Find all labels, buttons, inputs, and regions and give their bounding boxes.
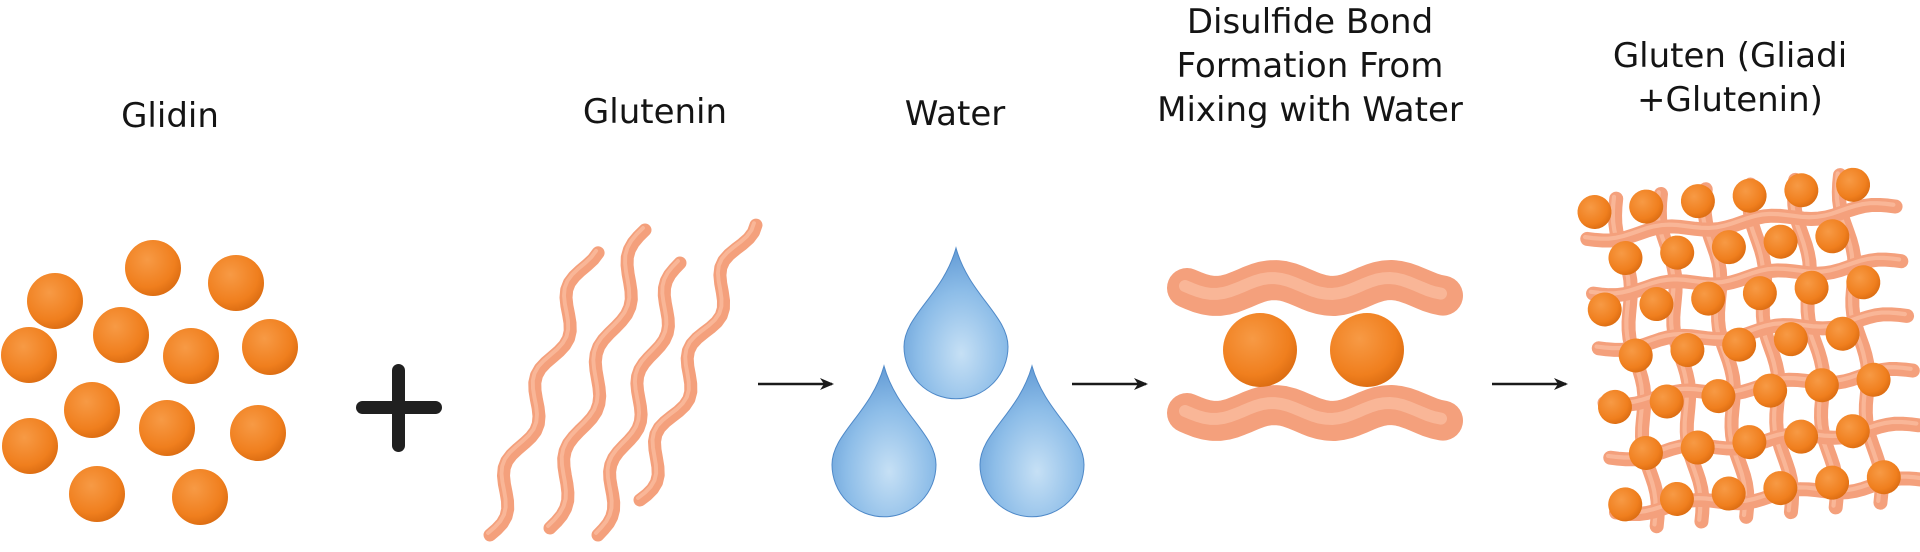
water-drop: [831, 364, 937, 518]
gliadin-sphere: [1639, 287, 1674, 322]
gliadin-sphere: [1680, 184, 1715, 219]
gliadin-sphere: [1763, 471, 1798, 506]
gluten-horizontal-strand-highlight: [1588, 255, 1902, 296]
gliadin-sphere: [1753, 373, 1788, 408]
gliadin-sphere: [1608, 487, 1643, 522]
gliadin-sphere: [93, 307, 149, 363]
gliadin-sphere: [1804, 368, 1839, 403]
label-disulfide-bond: Disulfide Bond Formation From Mixing wit…: [1157, 2, 1463, 130]
gliadin-sphere: [1825, 316, 1860, 351]
gliadin-sphere: [1815, 219, 1850, 254]
gluten-horizontal-strand-highlight: [1594, 310, 1907, 351]
gluten-horizontal-strand: [1586, 252, 1909, 303]
gliadin-sphere: [1794, 270, 1829, 305]
gliadin-sphere: [1836, 167, 1871, 202]
gliadin-spheres: [1, 240, 298, 525]
plus-operator: [356, 364, 442, 452]
gliadin-sphere: [1577, 195, 1612, 230]
gluten-horizontal-strand: [1591, 307, 1915, 357]
water-drop: [979, 364, 1085, 518]
gliadin-sphere: [242, 319, 298, 375]
gluten-vertical-strand-highlight: [1745, 180, 1792, 513]
glutenin-strand-bottom-highlight: [1179, 396, 1447, 426]
gluten-vertical-strand-highlight: [1789, 175, 1837, 508]
gliadin-sphere: [1711, 476, 1746, 511]
glutenin-strand-highlight: [594, 259, 680, 535]
gliadin-sphere: [1773, 322, 1808, 357]
glutenin-strands: [483, 218, 763, 542]
gliadin-sphere: [1815, 465, 1850, 500]
gliadin-sphere: [163, 328, 219, 384]
gliadin-sphere: [1866, 460, 1901, 495]
gliadin-sphere: [1856, 362, 1891, 397]
gliadin-sphere: [1649, 384, 1684, 419]
gliadin-sphere: [1835, 414, 1870, 449]
gliadin-sphere: [1680, 430, 1715, 465]
gliadin-sphere: [69, 466, 125, 522]
gluten-horizontal-strand: [1580, 197, 1903, 248]
gliadin-sphere: [1330, 313, 1404, 387]
gluten-network: [1577, 167, 1920, 534]
glutenin-strand-highlight: [546, 226, 645, 528]
water-drops: [831, 246, 1085, 518]
gliadin-sphere: [1597, 389, 1632, 424]
gluten-lattice: [1577, 167, 1920, 534]
gliadin-sphere: [1659, 481, 1694, 516]
gliadin-sphere: [125, 240, 181, 296]
gliadin-sphere: [172, 469, 228, 525]
gliadin-sphere: [1660, 235, 1695, 270]
gliadin-sphere: [1732, 178, 1767, 213]
gliadin-sphere: [1742, 276, 1777, 311]
label-gliadin: Glidin: [121, 96, 219, 136]
label-water: Water: [904, 94, 1006, 134]
gliadin-sphere: [1784, 173, 1819, 208]
gluten-horizontal-strand-highlight: [1582, 201, 1896, 241]
gliadin-sphere: [1784, 419, 1819, 454]
gliadin-sphere: [1701, 379, 1736, 414]
gliadin-sphere: [1670, 333, 1705, 368]
disulfide-bond-illustration: [1167, 260, 1463, 441]
gliadin-sphere: [1732, 425, 1767, 460]
gliadin-sphere: [1711, 230, 1746, 265]
gliadin-sphere: [64, 382, 120, 438]
glutenin-strand: [633, 218, 763, 507]
gliadin-sphere: [1846, 265, 1881, 300]
gliadin-sphere: [1223, 313, 1297, 387]
water-drop: [903, 246, 1009, 400]
gliadin-sphere: [208, 255, 264, 311]
glutenin-strand-top-highlight: [1179, 271, 1447, 301]
gliadin-sphere: [1628, 435, 1663, 470]
label-gluten: Gluten (Gliadi +Glutenin): [1612, 36, 1848, 120]
gliadin-sphere: [1608, 241, 1643, 276]
gliadin-sphere: [1763, 224, 1798, 259]
gliadin-sphere: [230, 405, 286, 461]
gliadin-sphere: [2, 418, 58, 474]
gliadin-sphere: [27, 273, 83, 329]
gliadin-sphere: [1618, 338, 1653, 373]
gliadin-sphere: [1722, 327, 1757, 362]
gliadin-sphere: [1629, 189, 1664, 224]
glutenin-strand-highlight: [486, 248, 599, 535]
gliadin-sphere: [1587, 292, 1622, 327]
label-glutenin: Glutenin: [582, 92, 728, 132]
gliadin-sphere: [1691, 281, 1726, 316]
gliadin-sphere: [139, 400, 195, 456]
glutenin-strand-highlight: [636, 221, 756, 500]
gliadin-sphere: [1, 327, 57, 383]
